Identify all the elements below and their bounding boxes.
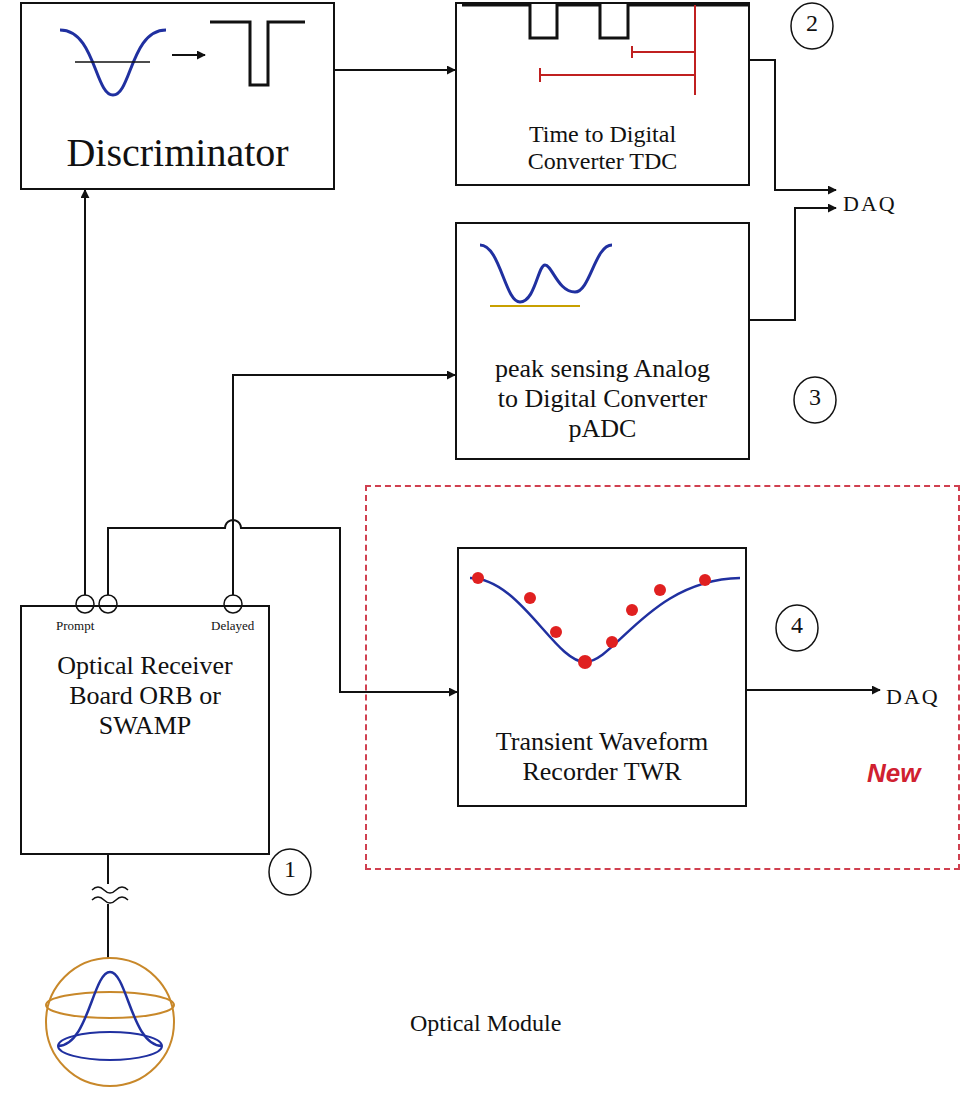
box-title: Time to Digital Converter TDC	[503, 121, 703, 176]
baseline	[490, 305, 580, 307]
signal-line	[335, 69, 455, 71]
callout-number: 2	[791, 3, 833, 43]
box-title: peak sensing Analog to Digital Converter…	[483, 354, 723, 444]
time-interval-bracket	[540, 46, 695, 82]
connector-jack	[76, 595, 242, 613]
cable-break	[92, 884, 128, 904]
signal-line	[233, 375, 455, 605]
threshold-line	[75, 61, 150, 63]
callout-number: 3	[794, 377, 836, 417]
output-line	[750, 60, 836, 190]
convert-arrow	[172, 54, 205, 56]
box-title: Optical Receiver Board ORB or SWAMP	[43, 651, 248, 741]
padc-box: peak sensing Analog to Digital Converter…	[455, 222, 750, 460]
new-tag: New	[867, 759, 920, 789]
pulse-train-icon	[462, 5, 750, 38]
time-marker	[694, 5, 696, 95]
waveform-icon	[470, 578, 740, 662]
box-title: Discriminator	[66, 130, 288, 176]
port-label: Prompt	[56, 619, 94, 634]
callout-number: 1	[269, 849, 311, 889]
output-line	[745, 689, 880, 691]
callout-number: 4	[776, 605, 818, 645]
daq-label: DAQ	[886, 677, 940, 717]
twr-box: Transient Waveform Recorder TWR	[457, 547, 747, 807]
signal-line	[107, 855, 109, 958]
signal-line	[84, 190, 86, 605]
output-line	[750, 208, 836, 320]
callout-circle	[269, 3, 836, 895]
discriminator-box: Discriminator	[20, 2, 335, 190]
sample-dots	[472, 572, 711, 669]
double-pulse-icon	[480, 245, 612, 302]
receiver-box: Prompt DelayedOptical Receiver Board ORB …	[20, 605, 270, 855]
box-title: Transient Waveform Recorder TWR	[477, 727, 727, 787]
module-label: Optical Module	[410, 1010, 561, 1038]
port-label: Delayed	[211, 619, 254, 634]
optical-module-sphere	[46, 958, 174, 1086]
daq-label: DAQ	[843, 184, 897, 224]
new-region: New Transient Waveform Recorder TWR	[365, 485, 960, 870]
optical-module: Optical Module	[46, 958, 569, 1086]
tdc-box: Time to Digital Converter TDC	[455, 2, 750, 186]
pulse-icon	[60, 30, 166, 95]
logic-pulse-icon	[210, 22, 305, 85]
